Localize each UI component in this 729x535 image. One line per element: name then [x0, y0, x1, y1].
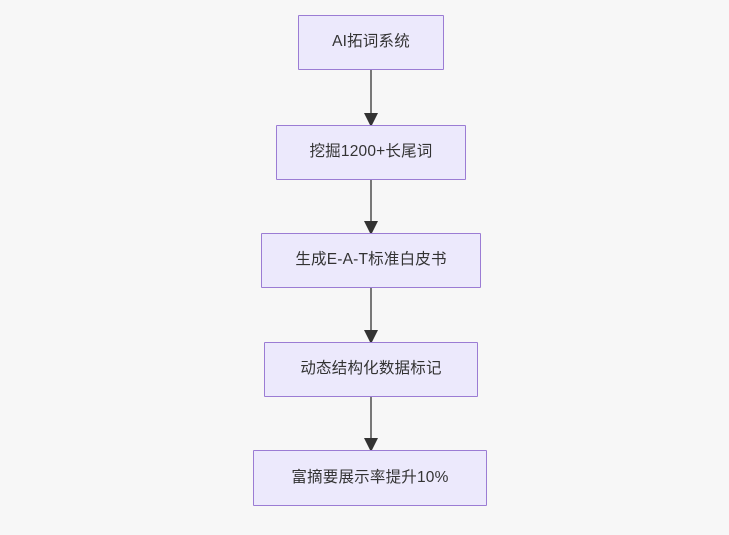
flow-node-label: 动态结构化数据标记 [300, 360, 442, 378]
flow-node-label: 富摘要展示率提升10% [291, 468, 449, 486]
flow-node-mine-longtail-keywords[interactable]: 挖掘1200+长尾词 [276, 125, 466, 180]
flow-node-label: 生成E-A-T标准白皮书 [295, 251, 447, 269]
flow-node-dynamic-structured-data-markup[interactable]: 动态结构化数据标记 [264, 342, 478, 397]
flow-node-rich-snippet-rate-increase[interactable]: 富摘要展示率提升10% [253, 450, 487, 506]
edge-node4-to-node5 [364, 395, 378, 452]
edge-node1-to-node2 [364, 68, 378, 127]
edge-node2-to-node3 [364, 178, 378, 235]
flow-node-label: AI拓词系统 [332, 33, 410, 51]
flow-node-label: 挖掘1200+长尾词 [309, 143, 433, 161]
flow-node-ai-keyword-system[interactable]: AI拓词系统 [298, 15, 444, 70]
flow-node-generate-eat-whitepaper[interactable]: 生成E-A-T标准白皮书 [261, 233, 481, 288]
edge-node3-to-node4 [364, 286, 378, 344]
